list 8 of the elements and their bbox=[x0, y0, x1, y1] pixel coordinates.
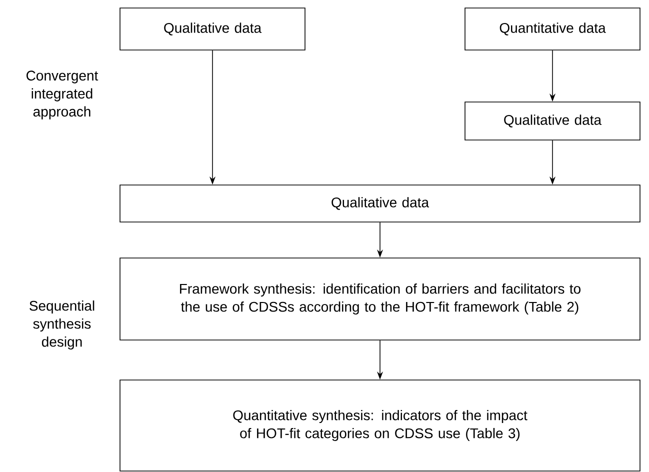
process-box: Qualitative data bbox=[464, 102, 640, 140]
process-box: Qualitative data bbox=[120, 8, 306, 50]
section-label: Sequential synthesis design bbox=[30, 300, 94, 350]
process-box: Quantitative synthesis: indicators of the impact of HOT-fit categories on CDSS use (Table 3) bbox=[120, 380, 640, 472]
process-box: Qualitative data bbox=[120, 184, 640, 222]
section-label: Convergent integrated approach bbox=[26, 70, 98, 120]
process-box: Quantitative data bbox=[464, 8, 640, 50]
process-box: Framework synthesis: identification of barriers and facilitators to the use of CDSSs according to the HOT-fit framework (Table 2) bbox=[120, 258, 640, 340]
